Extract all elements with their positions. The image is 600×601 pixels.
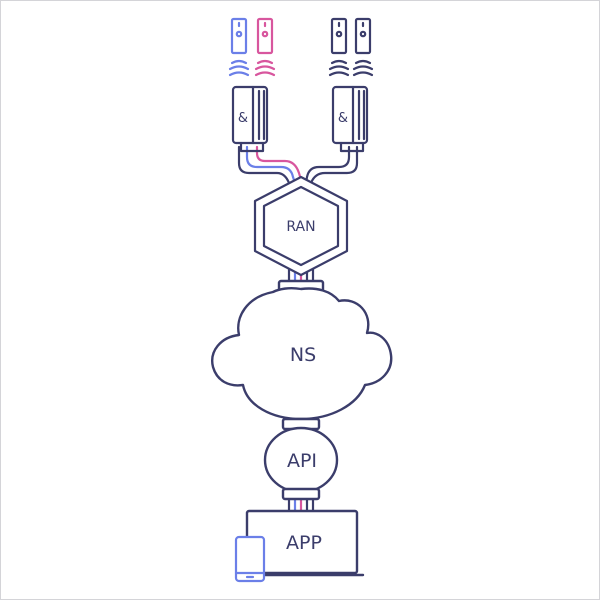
gateway-icon: & [231,85,269,153]
wire-navy-right-2 [307,145,359,193]
navy-device-icon [328,17,350,77]
gateway-glyph: & [338,111,348,126]
app-label: APP [286,532,322,554]
api-node: API [263,417,339,501]
ran-node: RAN [253,175,349,277]
blue-device-icon [228,17,250,77]
phone-icon [234,535,266,583]
wire-navy-left [237,145,295,193]
ns-node: NS [211,279,393,421]
wire-pink-left [255,145,305,189]
api-label: API [287,450,317,472]
gateway-glyph: & [238,111,248,126]
pink-device-icon [254,17,276,77]
navy-device-icon [352,17,374,77]
wire-blue-left [245,145,299,191]
ran-label: RAN [286,219,315,235]
ns-cloud [211,287,393,421]
wire-navy-right-1 [303,145,351,191]
app-node: APP [239,509,365,577]
api-bottom-connector [281,487,321,501]
ns-label: NS [290,344,316,366]
gateway-icon: & [331,85,369,153]
